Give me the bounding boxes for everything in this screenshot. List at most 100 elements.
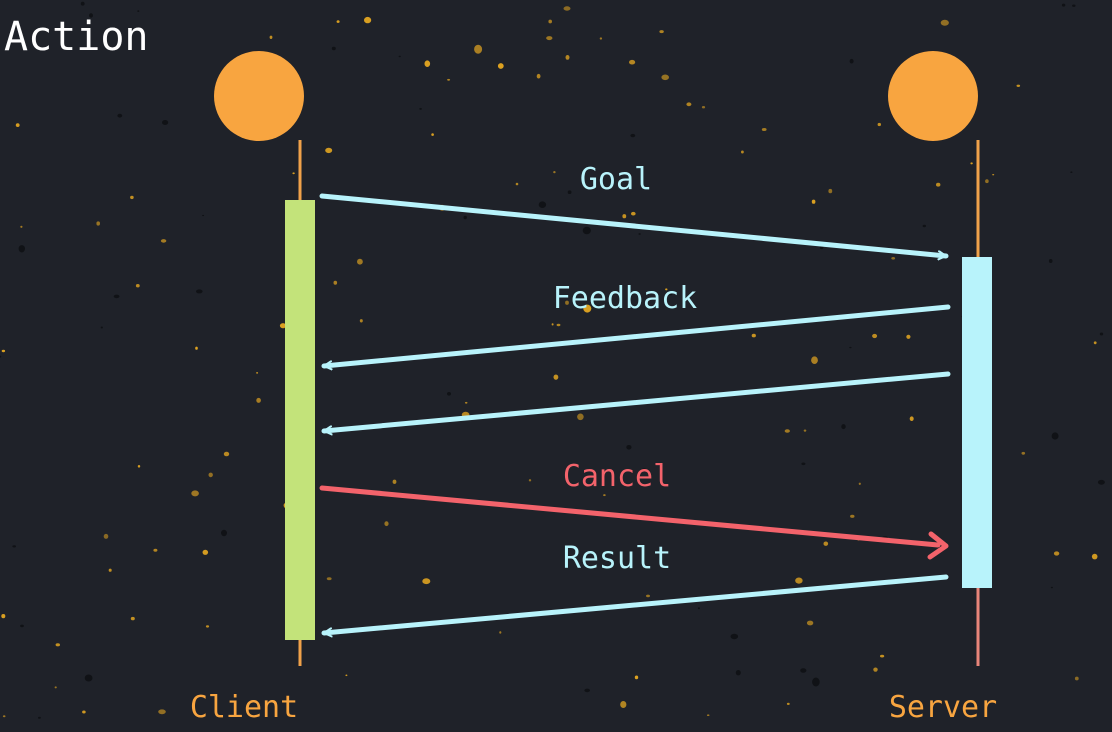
background-speck — [384, 521, 389, 527]
background-speck — [828, 188, 833, 194]
background-speck — [620, 701, 627, 708]
background-speck — [706, 714, 710, 716]
background-speck — [100, 326, 103, 329]
background-speck — [463, 215, 467, 220]
client-label: Client — [190, 690, 298, 725]
background-speck — [661, 74, 669, 81]
background-speck — [221, 529, 227, 537]
background-speck — [331, 46, 336, 51]
background-speck — [55, 643, 60, 647]
background-speck — [160, 239, 167, 243]
background-speck — [515, 182, 519, 186]
background-speck — [1053, 551, 1060, 556]
background-speck — [82, 710, 86, 714]
background-speck — [970, 162, 973, 165]
background-speck — [641, 468, 647, 472]
background-speck — [158, 709, 166, 715]
background-speck — [1050, 586, 1053, 589]
background-speck — [137, 10, 140, 13]
background-speck — [419, 107, 422, 110]
background-speck — [665, 288, 668, 291]
background-speck — [1061, 3, 1066, 7]
background-speck — [1072, 4, 1076, 7]
background-speck — [909, 416, 914, 422]
background-speck — [622, 214, 627, 219]
background-speck — [392, 479, 397, 484]
background-speck — [546, 36, 553, 41]
client-actor-head — [214, 51, 304, 141]
background-speck — [89, 13, 93, 18]
background-speck — [582, 226, 591, 235]
background-speck — [113, 294, 120, 299]
background-speck — [741, 150, 744, 154]
background-speck — [571, 558, 575, 560]
background-speck — [556, 323, 561, 327]
background-speck — [336, 20, 340, 23]
background-speck — [84, 674, 93, 682]
background-speck — [936, 182, 941, 187]
background-speck — [447, 78, 451, 81]
feedback-label: Feedback — [553, 281, 698, 316]
background-speck — [1093, 341, 1097, 345]
background-speck — [80, 1, 85, 6]
background-speck — [873, 667, 878, 672]
background-speck — [577, 413, 584, 421]
background-speck — [985, 179, 989, 184]
background-speck — [553, 171, 556, 174]
background-speck — [877, 122, 881, 127]
background-speck — [162, 120, 169, 125]
background-speck — [565, 55, 570, 60]
message-cancel: Cancel — [319, 459, 949, 560]
background-speck — [803, 429, 807, 432]
background-speck — [38, 716, 41, 719]
background-speck — [256, 372, 259, 374]
background-speck — [563, 6, 571, 11]
background-speck — [12, 545, 16, 548]
background-speck — [841, 424, 846, 430]
background-speck — [629, 59, 636, 65]
background-speck — [872, 333, 878, 339]
background-speck — [701, 106, 706, 109]
background-speck — [256, 397, 261, 403]
actor-client: Client — [190, 51, 315, 725]
background-speck — [279, 323, 287, 329]
background-speck — [1070, 171, 1073, 173]
background-speck — [880, 654, 885, 658]
background-speck — [992, 174, 995, 176]
result-label: Result — [563, 541, 671, 576]
background-speck — [761, 128, 767, 131]
background-speck — [269, 35, 273, 39]
background-speck — [1, 614, 6, 619]
background-speck — [195, 346, 198, 350]
background-speck — [205, 625, 210, 628]
feedback-2-arrow — [321, 371, 951, 431]
background-speck — [1051, 432, 1059, 440]
background-speck — [359, 319, 363, 323]
background-speck — [849, 58, 854, 64]
background-speck — [1097, 479, 1105, 485]
goal-arrow — [319, 193, 949, 256]
background-speck — [196, 289, 203, 294]
background-speck — [447, 392, 451, 396]
background-speck — [786, 702, 790, 706]
background-speck — [784, 429, 790, 433]
background-speck — [130, 195, 134, 200]
background-speck — [54, 686, 57, 689]
background-speck — [191, 490, 199, 497]
background-speck — [497, 63, 504, 69]
client-activation-bar — [285, 200, 315, 640]
background-speck — [499, 631, 502, 634]
background-speck — [1091, 553, 1098, 560]
background-speck — [536, 73, 541, 79]
background-speck — [940, 19, 949, 26]
actor-server: Server — [888, 51, 997, 725]
background-speck — [208, 472, 213, 478]
background-speck — [20, 624, 24, 628]
background-speck — [0, 355, 2, 358]
background-speck — [464, 401, 468, 404]
background-speck — [398, 55, 401, 58]
background-speck — [599, 37, 603, 40]
background-speck — [795, 577, 803, 584]
